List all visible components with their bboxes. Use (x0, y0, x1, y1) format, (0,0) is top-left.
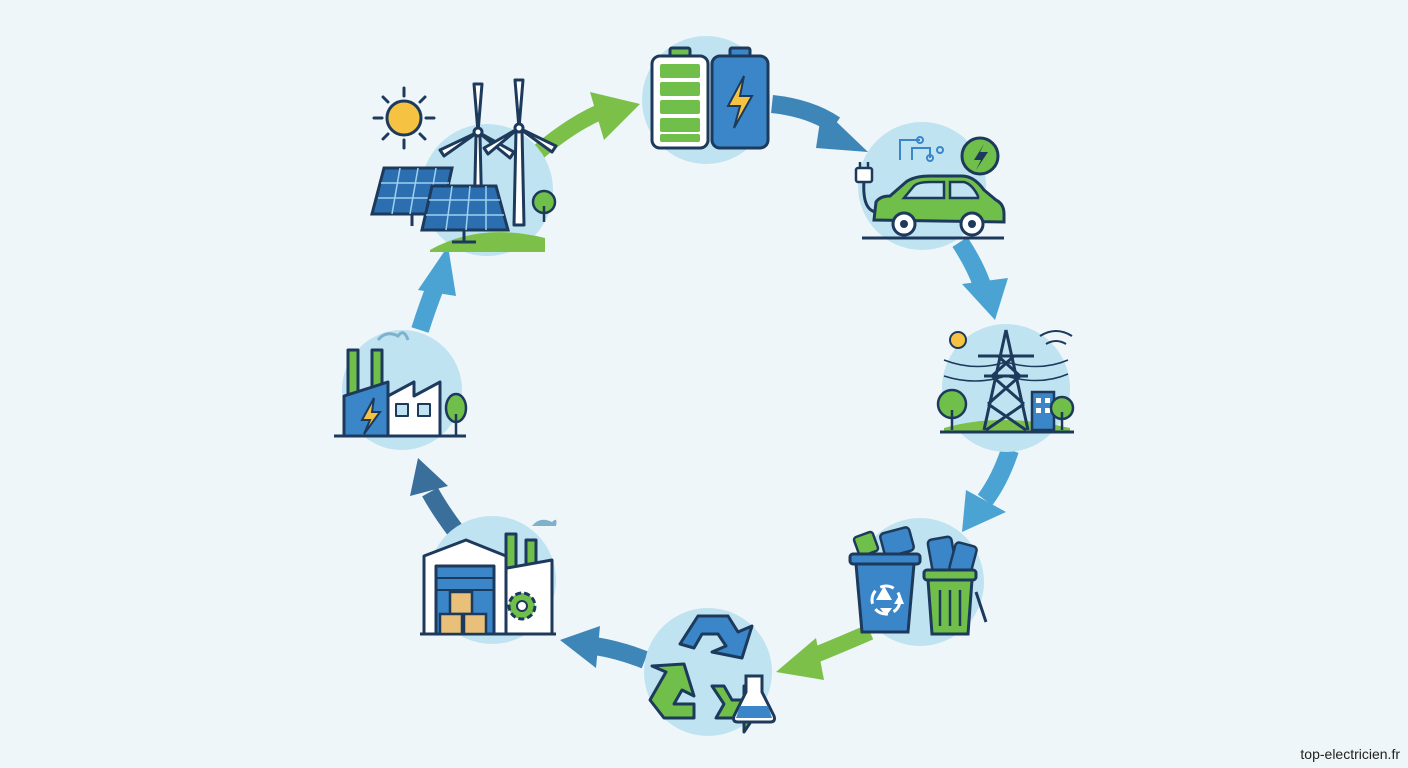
lightning-icon (360, 397, 382, 435)
phone-icon (852, 526, 978, 577)
warehouse-node (420, 516, 557, 644)
flask-icon (732, 674, 776, 724)
smoke-decoration (532, 519, 557, 526)
recycling-bin-icon (848, 552, 922, 634)
signal-icon (1039, 330, 1073, 345)
tree-icon (531, 189, 557, 222)
battery-storage-node (642, 36, 770, 164)
solar-panel-icon (370, 166, 510, 244)
arrow-factory-to-renewable (411, 246, 456, 333)
cycle-arrows (410, 92, 1019, 680)
smoke-decoration (376, 331, 410, 341)
factory-node (334, 330, 468, 450)
circuit-decoration (899, 136, 944, 162)
recycling-node (644, 608, 776, 736)
battery-charge-icon (710, 46, 770, 150)
factory-icon (334, 348, 466, 438)
electric-vehicle-node (854, 122, 1006, 250)
power-lines (943, 359, 1069, 382)
arrow-waste-to-recycling (776, 624, 874, 680)
arrow-battery-to-car (770, 95, 868, 152)
tree-icon (444, 392, 468, 436)
tree-icon (936, 388, 968, 430)
building-icon (1030, 390, 1075, 432)
battery-full-icon (650, 46, 710, 150)
arrow-grid-to-waste (962, 447, 1019, 532)
arrow-car-to-grid (952, 237, 1008, 320)
lightning-icon (960, 136, 1000, 176)
sun-icon (949, 331, 967, 349)
gear-icon (507, 591, 537, 621)
sun-icon (372, 86, 436, 150)
watermark-text: top-electricien.fr (1300, 746, 1400, 762)
box-icon (438, 590, 488, 636)
plug-icon (854, 162, 877, 214)
car-icon (862, 174, 1006, 240)
renewable-energy-node (370, 78, 558, 256)
arrow-recycling-to-warehouse (560, 626, 649, 669)
power-grid-node (936, 324, 1075, 452)
pylon-icon (978, 329, 1034, 432)
waste-collection-node (848, 518, 988, 646)
arrow-renewable-to-battery (529, 92, 640, 162)
trash-bin-icon (922, 568, 988, 636)
arrow-warehouse-to-factory (410, 458, 463, 536)
